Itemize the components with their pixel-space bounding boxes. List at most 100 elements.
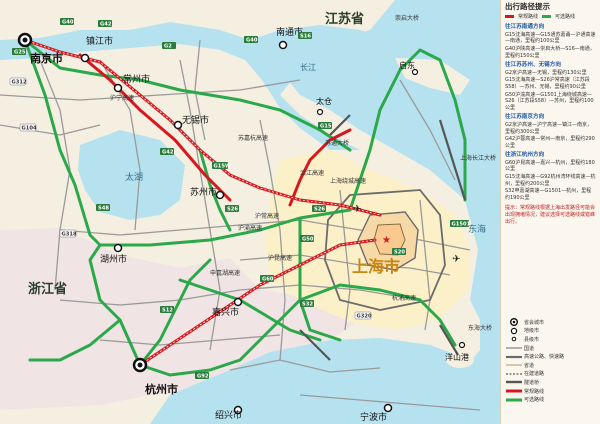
section-item: G2京沪高速—无锡，里程约130公里 — [505, 69, 587, 76]
pudong-airport-icon: ✈ — [452, 254, 460, 265]
alternate-route-swatch — [542, 15, 552, 19]
label-changzhou: 常州市 — [123, 73, 150, 85]
svg-text:G1501: G1501 — [452, 222, 471, 228]
label-yan-jiang: 沿江高速 — [300, 169, 324, 177]
label-jiaxing: 嘉兴市 — [212, 306, 239, 318]
svg-text:G40: G40 — [246, 38, 258, 44]
label-qidong: 启东 — [399, 60, 415, 70]
label-su-jia-hang: 苏嘉杭高速 — [238, 134, 268, 142]
section-heading-nantong: 往江苏南通方向 — [505, 24, 545, 31]
city-center-star-icon: ★ — [382, 235, 391, 246]
hangzhou-bay — [150, 338, 500, 424]
label-changjiang: 长江 — [300, 62, 316, 72]
legend-row: 国道 — [504, 344, 596, 353]
road-shields: G25 G40 G42 G2 G40 S16 G15 G42 G15W S26 … — [9, 18, 471, 380]
bridges — [299, 114, 467, 361]
label-nantong: 南通市 — [276, 26, 303, 38]
section-heading-nanjing: 往江苏南京方向 — [505, 114, 545, 121]
alternate-route-label: 可选路线 — [555, 13, 576, 20]
zhejiang-region — [0, 228, 360, 410]
svg-text:G320: G320 — [357, 314, 372, 320]
map-labels: 南京市 镇江市 常州市 无锡市 苏州市 南通市 太仓 启东 湖州市 嘉兴市 杭州… — [28, 11, 496, 423]
label-shaoxing: 绍兴市 — [215, 409, 242, 421]
legend-label: 可选路线 — [524, 397, 545, 404]
label-jiangsu: 江苏省 — [325, 11, 364, 27]
label-ningbo: 宁波市 — [360, 411, 387, 423]
regular-route-swatch — [505, 15, 514, 19]
label-changjiang-tunnel: 上海长江大桥 — [460, 154, 496, 162]
legend-label: 省道 — [524, 362, 535, 369]
section-item: G60沪昆高速—嘉兴—杭州，里程约180公里 — [505, 159, 595, 173]
svg-text:G92: G92 — [197, 374, 209, 380]
city-markers — [17, 32, 466, 415]
label-chongqi: 崇启大桥 — [395, 14, 419, 22]
section-heading-suzhou-wuxi: 往江苏苏州、无锡方向 — [505, 62, 561, 69]
section-heading-hangzhou: 往浙江杭州方向 — [505, 152, 545, 159]
panel-route-legend: 常规路线 可选路线 — [505, 14, 596, 21]
label-hu-ning: 沪宁高速 — [110, 94, 134, 102]
east-sea — [260, 0, 500, 424]
panel-note: 提示：常规路线根据上海出发路径可能会出现拥堵情况，建议选择可选路线或错峰出行。 — [505, 205, 596, 225]
label-hangzhou: 杭州市 — [145, 382, 178, 396]
label-hang-pu: 杭浦高速 — [392, 294, 416, 302]
label-taicang: 太仓 — [316, 96, 332, 106]
svg-text:G42: G42 — [162, 150, 174, 156]
svg-text:G318: G318 — [62, 232, 77, 238]
svg-text:G2: G2 — [164, 44, 172, 50]
svg-text:S20: S20 — [394, 250, 405, 256]
yangshan-island — [446, 352, 474, 368]
chongqi-bridge — [438, 119, 467, 201]
section-item: G15沈海高速—S26沪常高速（江苏段S58）—苏州、无锡，里程约90公里 — [505, 77, 590, 90]
alternate-routes — [23, 38, 467, 377]
svg-text:S12: S12 — [162, 308, 173, 314]
sutong-bridge — [329, 114, 351, 136]
section-item: G42沪蓉高速—常州—南京，里程约290公里 — [505, 136, 595, 149]
label-zhejiang: 浙江省 — [28, 281, 67, 297]
legend-row: 常规路线 — [504, 387, 596, 396]
label-wuxi: 无锡市 — [182, 114, 209, 126]
section-item: G15沈海高速—G92杭州湾环线高速—杭州，里程约200公里 — [505, 174, 596, 187]
legend-label: 省会城市 — [524, 319, 545, 326]
hzwan-bridge — [299, 329, 331, 361]
legend-row: 省会城市 — [504, 318, 596, 327]
outer-ring-road — [324, 189, 446, 311]
legend-label: 国道 — [524, 345, 535, 352]
svg-text:G25: G25 — [14, 50, 26, 56]
section-item: G40沪陕高速—崇启大桥—S16—南通，里程约150公里 — [505, 45, 595, 59]
panel-title: 出行路径提示 — [505, 2, 550, 11]
route-tips-panel: 出行路径提示 常规路线 可选路线 往江苏南通方向 G15沈海高速—G15通苏嘉甬… — [500, 0, 600, 424]
svg-text:S26: S26 — [227, 207, 238, 213]
label-nanjing: 南京市 — [30, 51, 63, 65]
legend-label: 隧道桥 — [524, 379, 540, 386]
svg-text:G104: G104 — [22, 126, 37, 132]
donghai-bridge — [439, 324, 459, 356]
hongqiao-airport-icon: ✈ — [353, 204, 361, 215]
legend-row: 在建道路 — [504, 370, 596, 379]
label-suzhou: 苏州市 — [190, 186, 217, 198]
svg-text:S26: S26 — [314, 207, 325, 213]
label-donghai-bridge: 东海大桥 — [468, 324, 492, 332]
svg-text:G40: G40 — [62, 20, 74, 26]
tai-lake — [78, 130, 185, 220]
label-shanghai: 上海市 — [352, 257, 400, 276]
svg-text:G15W: G15W — [214, 164, 231, 170]
label-sutong: 苏通大桥 — [325, 139, 349, 147]
label-hu-yu: 沪渝高速 — [238, 224, 262, 232]
legend-label: 高速公路、快速路 — [524, 354, 565, 361]
label-hu-kun: 沪昆高速 — [268, 254, 292, 262]
label-donghai: 东海 — [468, 223, 486, 235]
legend-label: 县级市 — [524, 336, 540, 343]
legend-row: 省道 — [504, 361, 596, 370]
legend-row: 县级市 — [504, 335, 596, 344]
svg-text:G15: G15 — [320, 124, 332, 130]
svg-text:S32: S32 — [302, 302, 313, 308]
legend-row: 隧道桥 — [504, 378, 596, 387]
svg-text:G312: G312 — [12, 80, 27, 86]
label-yangshan: 洋山港 — [445, 352, 469, 362]
svg-text:S48: S48 — [98, 206, 109, 212]
label-hu-chang: 沪常高速 — [255, 212, 279, 220]
section-item: G15沈海高速—G15通苏嘉甬—沪通高速—南通，里程约100公里 — [505, 31, 596, 45]
svg-text:G60: G60 — [262, 277, 274, 283]
label-taihu: 太湖 — [125, 171, 143, 183]
